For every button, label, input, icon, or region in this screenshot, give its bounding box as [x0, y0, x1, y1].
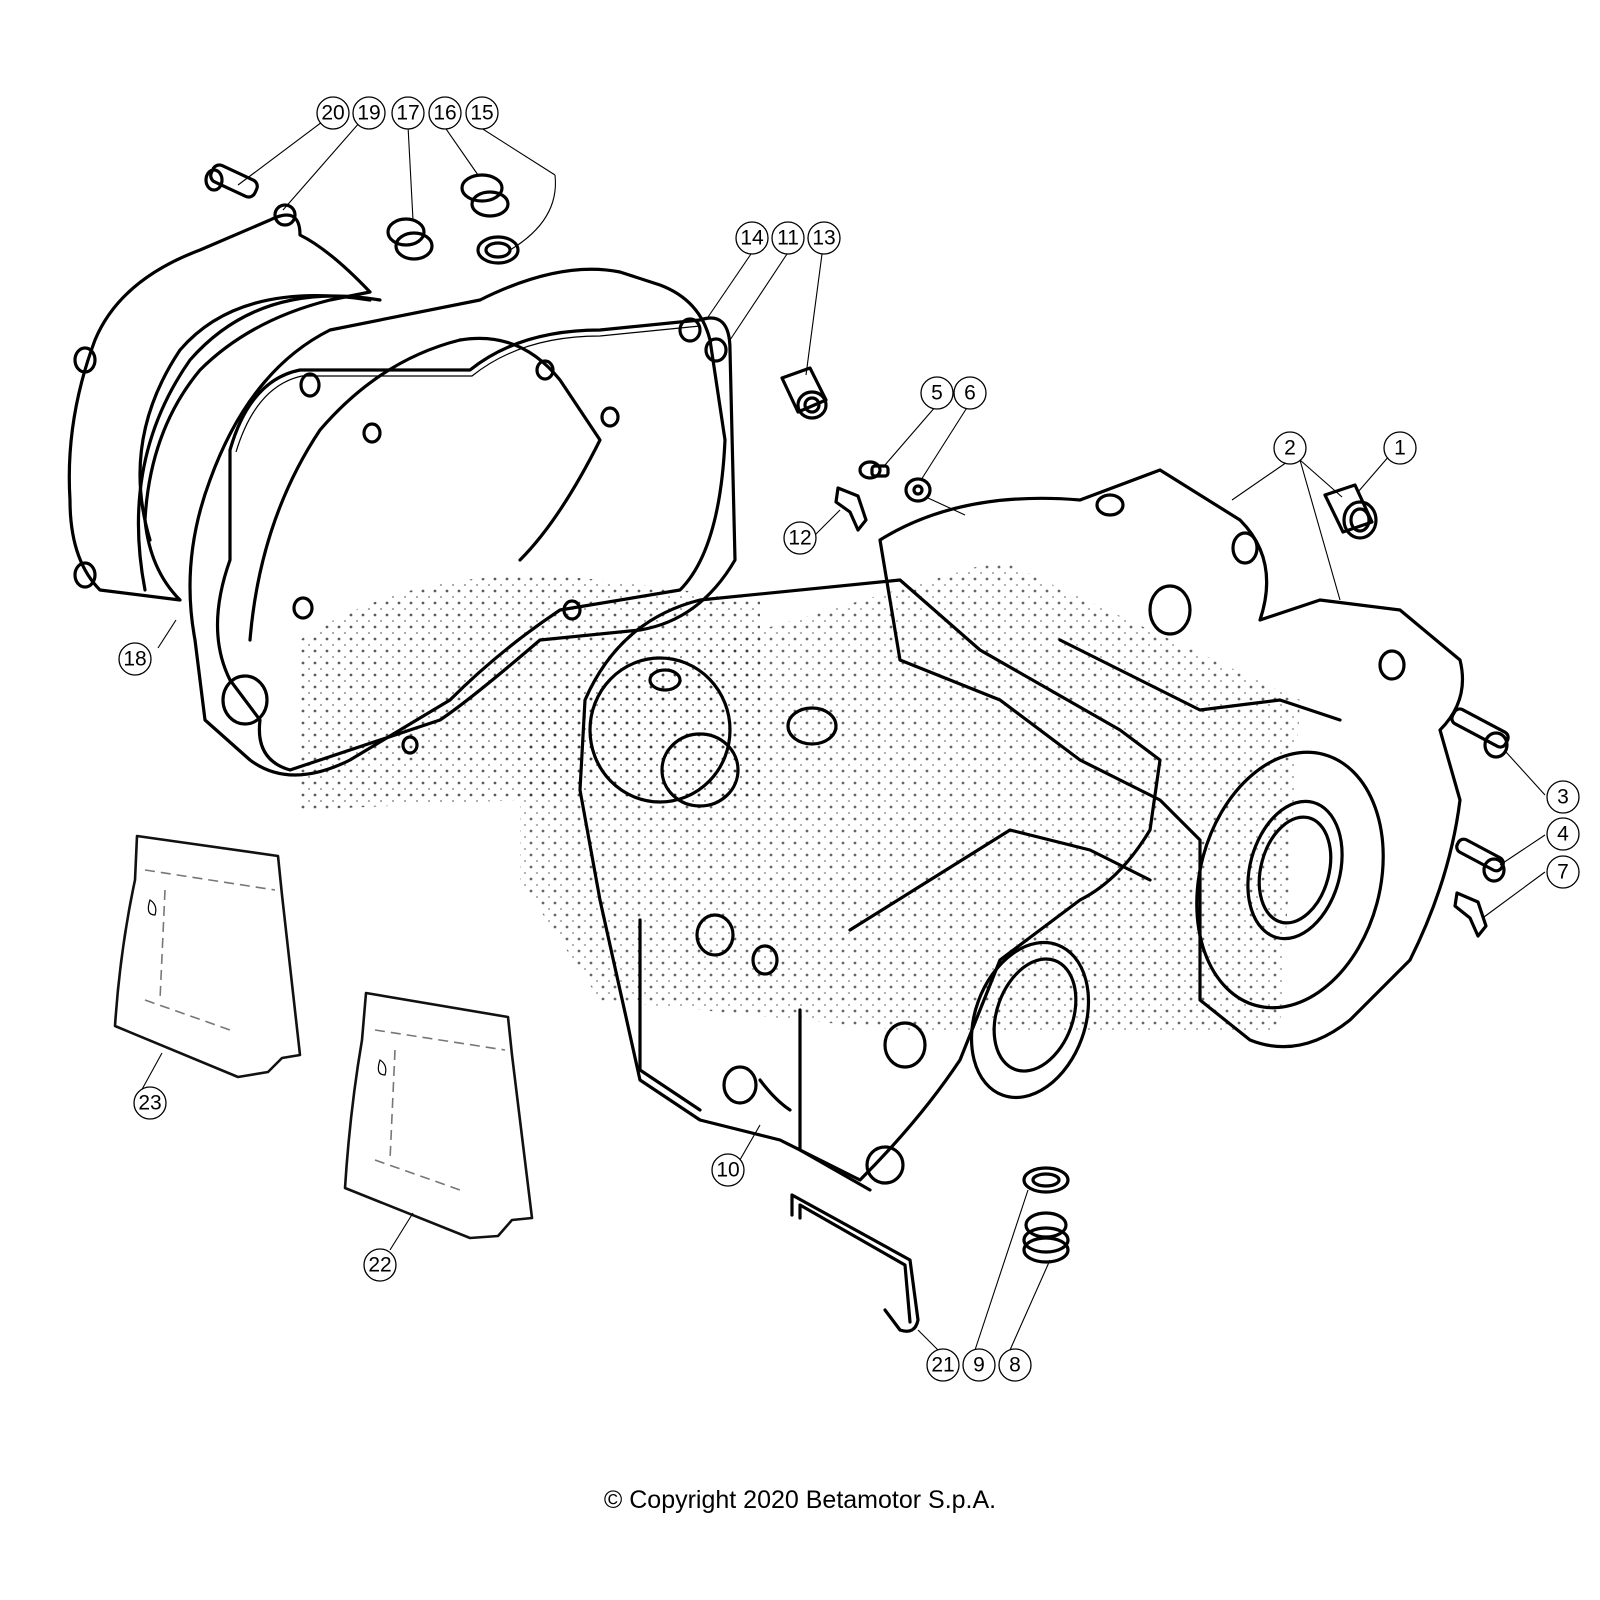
plug-part-17 [386, 217, 434, 261]
svg-text:20: 20 [321, 102, 344, 125]
screw-part-5 [858, 460, 890, 480]
pin-part-10 [758, 1078, 792, 1112]
seal-ring-part-9 [1022, 1166, 1070, 1194]
grease-bag-part-23 [113, 834, 302, 1079]
callout-21[interactable]: 21 [926, 1348, 960, 1382]
screw-part-3 [1450, 707, 1510, 759]
svg-text:18: 18 [123, 648, 146, 671]
svg-text:3: 3 [1557, 786, 1569, 809]
bushing-part-13 [780, 366, 828, 420]
washer-part-6 [904, 477, 932, 503]
clutch-cover-part [188, 267, 728, 777]
outer-cover-part [67, 203, 382, 602]
screw-part-4 [1455, 837, 1506, 883]
svg-text:22: 22 [368, 1254, 391, 1277]
callout-11[interactable]: 11 [771, 221, 805, 255]
callout-12[interactable]: 12 [783, 521, 817, 555]
callout-10[interactable]: 10 [711, 1153, 745, 1187]
grease-bag-part-22 [343, 991, 534, 1240]
callout-6[interactable]: 6 [953, 376, 987, 410]
callout-18[interactable]: 18 [118, 642, 152, 676]
svg-text:21: 21 [931, 1354, 954, 1377]
fitting-part-12 [834, 486, 868, 532]
svg-text:2: 2 [1284, 437, 1296, 460]
svg-text:14: 14 [740, 227, 764, 250]
svg-text:7: 7 [1557, 861, 1569, 884]
callout-22[interactable]: 22 [363, 1248, 397, 1282]
svg-text:6: 6 [964, 382, 976, 405]
callout-2[interactable]: 2 [1273, 431, 1307, 465]
svg-text:19: 19 [357, 102, 380, 125]
callout-15[interactable]: 15 [465, 96, 499, 130]
callout-14[interactable]: 14 [735, 221, 769, 255]
svg-text:13: 13 [812, 227, 835, 250]
svg-text:8: 8 [1009, 1354, 1021, 1377]
callout-23[interactable]: 23 [133, 1086, 167, 1120]
svg-text:5: 5 [931, 382, 943, 405]
crankcase-left-half-part [578, 578, 1162, 1192]
callout-bubbles: 20 19 17 16 15 14 11 13 5 6 12 2 1 3 4 7… [118, 96, 1580, 1382]
svg-text:11: 11 [777, 227, 799, 250]
callout-8[interactable]: 8 [998, 1348, 1032, 1382]
callout-9[interactable]: 9 [962, 1348, 996, 1382]
svg-text:9: 9 [973, 1354, 985, 1377]
callout-13[interactable]: 13 [807, 221, 841, 255]
callout-20[interactable]: 20 [316, 96, 350, 130]
svg-text:17: 17 [396, 102, 419, 125]
svg-text:23: 23 [138, 1092, 161, 1115]
leader-lines [139, 121, 1546, 1351]
svg-text:12: 12 [788, 527, 811, 550]
copyright-notice: © Copyright 2020 Betamotor S.p.A. [603, 1486, 997, 1514]
callout-19[interactable]: 19 [352, 96, 386, 130]
svg-text:4: 4 [1557, 823, 1569, 846]
svg-text:15: 15 [470, 102, 493, 125]
bushing-part-1 [1323, 483, 1378, 540]
seal-ring-part-15 [476, 235, 520, 265]
callout-16[interactable]: 16 [428, 96, 462, 130]
callout-17[interactable]: 17 [391, 96, 425, 130]
callout-1[interactable]: 1 [1383, 431, 1417, 465]
cover-gasket-part [215, 316, 737, 772]
callout-7[interactable]: 7 [1546, 855, 1580, 889]
plug-part-8 [1022, 1211, 1070, 1264]
svg-text:16: 16 [433, 102, 456, 125]
svg-text:1: 1 [1394, 437, 1406, 460]
svg-text:10: 10 [716, 1159, 739, 1182]
callout-5[interactable]: 5 [920, 376, 954, 410]
callout-3[interactable]: 3 [1546, 780, 1580, 814]
screw-part-20 [204, 163, 259, 199]
fitting-part-7 [1453, 891, 1488, 938]
breather-pipe-part-21 [790, 1193, 920, 1333]
callout-4[interactable]: 4 [1546, 817, 1580, 851]
plug-part-16 [460, 173, 510, 218]
